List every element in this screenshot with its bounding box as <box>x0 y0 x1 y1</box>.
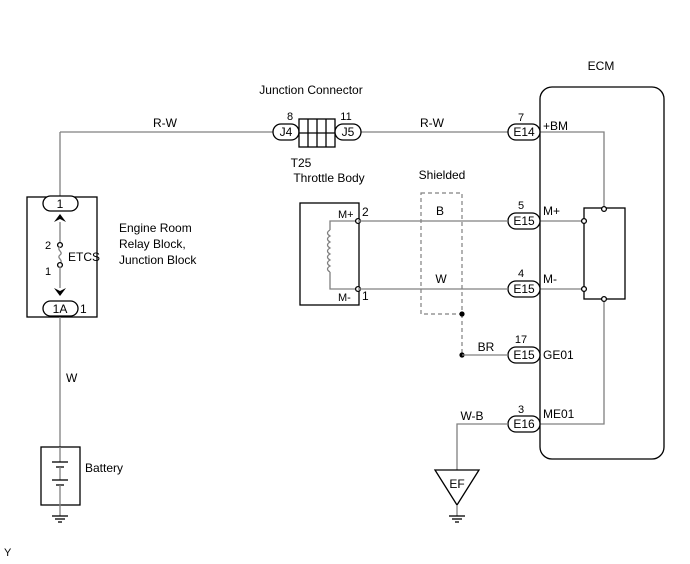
throttle-pin-mplus: 2 <box>362 205 369 219</box>
node-dot <box>580 285 588 293</box>
ecm-internal-bm <box>540 131 605 209</box>
relay-block-line3: Junction Block <box>119 253 197 267</box>
motor-coil-icon <box>326 220 358 290</box>
ecm-connector-label: E15 <box>513 282 535 296</box>
node-dot <box>600 205 608 213</box>
wire-label-rw-right: R-W <box>420 116 445 130</box>
fuse-pin-top: 2 <box>45 240 51 252</box>
junction-title: Junction Connector <box>259 83 362 97</box>
relay-block-line1: Engine Room <box>119 221 192 235</box>
ecm-connector-label: E15 <box>513 348 535 362</box>
shielded-label: Shielded <box>419 168 466 182</box>
ecm-connector-e14 <box>507 123 541 141</box>
relay-terminal-top <box>42 195 79 212</box>
node-dot <box>580 217 588 225</box>
fuse-icon <box>58 246 62 264</box>
throttle-body-label: Throttle Body <box>293 171 364 185</box>
connector-j5 <box>334 123 362 141</box>
ecm-pin-number: 3 <box>518 404 524 416</box>
ecm-connector-label: E14 <box>513 125 535 139</box>
connector-j4-pin: 8 <box>287 111 293 123</box>
node-dot <box>56 241 64 249</box>
throttle-mminus-label: M- <box>338 292 351 304</box>
wire-label-w-left: W <box>66 371 78 385</box>
ecm-signal-label: M- <box>543 272 557 286</box>
wire-label-w: W <box>435 272 447 286</box>
wire-wb <box>456 423 508 470</box>
ecm-connector-label: E16 <box>513 417 535 431</box>
connector-j5-label: J5 <box>342 125 355 139</box>
junction-dot <box>459 311 465 317</box>
ecm-pin-number: 5 <box>518 200 524 212</box>
ecm-motor-driver <box>583 207 626 300</box>
wire-label-wb: W-B <box>460 409 483 423</box>
relay-terminal-top-label: 1 <box>57 197 64 211</box>
shield-box <box>420 192 463 315</box>
fuse-label: ETCS <box>68 250 100 264</box>
ecm-pin-number: 4 <box>518 268 524 280</box>
arrow-up-icon <box>54 214 66 222</box>
ecm-title: ECM <box>588 59 615 73</box>
ecm-connector-label: E15 <box>513 214 535 228</box>
throttle-pin-mminus: 1 <box>362 289 369 303</box>
ecm-signal-label: ME01 <box>543 407 575 421</box>
corner-mark: Y <box>4 547 12 559</box>
ground-ef-icon <box>433 469 481 507</box>
connector-j5-pin: 11 <box>340 111 351 123</box>
node-dot <box>56 261 64 269</box>
throttle-connector-label: T25 <box>291 156 312 170</box>
fuse-pin-bottom: 1 <box>45 266 51 278</box>
node-dot <box>600 295 608 303</box>
ecm-signal-label: M+ <box>543 204 560 218</box>
relay-terminal-bottom-pin: 1 <box>80 302 87 316</box>
ecm-signal-label: +BM <box>543 119 568 133</box>
relay-block-line2: Relay Block, <box>119 237 186 251</box>
wire-label-b: B <box>436 204 444 218</box>
connector-j4-label: J4 <box>280 125 293 139</box>
throttle-mplus-label: M+ <box>338 209 354 221</box>
ecm-internal-me01 <box>540 299 605 425</box>
battery-icon <box>52 447 68 505</box>
battery-label: Battery <box>85 461 123 475</box>
wire-label-br: BR <box>478 340 495 354</box>
wire-label-rw-left: R-W <box>153 116 178 130</box>
arrow-down-icon <box>54 288 66 296</box>
ground-ef-label: EF <box>449 477 464 491</box>
relay-terminal-bottom-label: 1A <box>53 302 68 316</box>
relay-terminal-bottom <box>42 300 79 317</box>
ecm-signal-label: GE01 <box>543 348 574 362</box>
ecm-pin-number: 7 <box>518 112 524 124</box>
ecm-pin-number: 17 <box>515 334 527 346</box>
